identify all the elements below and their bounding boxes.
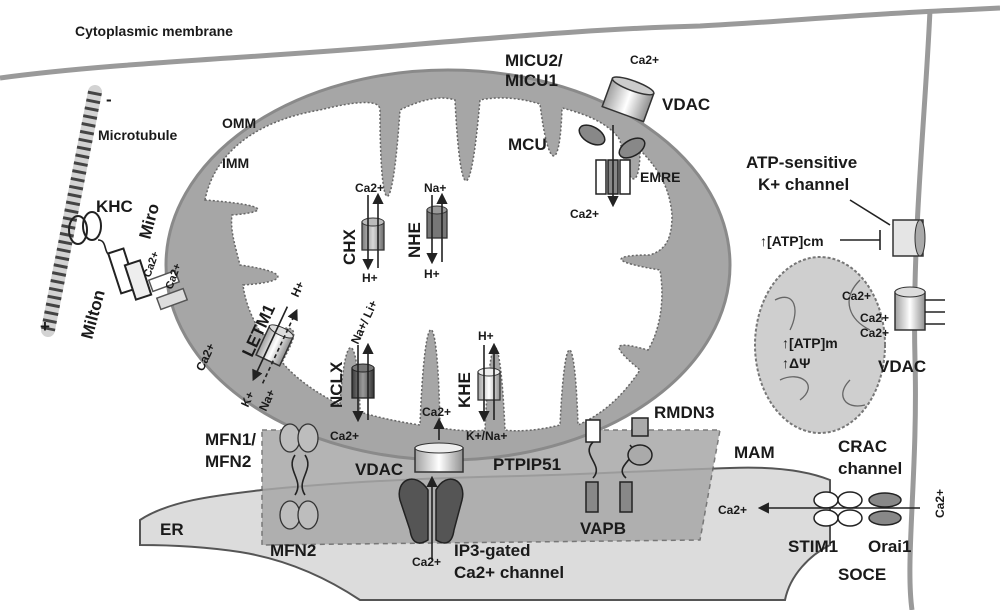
label-vdac-mam: VDAC xyxy=(355,460,403,479)
label-orai1: Orai1 xyxy=(868,537,911,556)
label-mcu-ca-bottom: Ca2+ xyxy=(570,207,599,221)
label-micu-2: MICU1 xyxy=(505,71,558,90)
label-ip3-1: IP3-gated xyxy=(454,541,531,560)
label-vapb: VAPB xyxy=(580,519,626,538)
label-microtubule: Microtubule xyxy=(98,127,178,143)
vdac-top-channel xyxy=(601,76,655,123)
cytoplasmic-membrane xyxy=(0,5,1000,81)
label-vdac-right: VDAC xyxy=(878,357,926,376)
label-atp-m: ↑[ATP]m xyxy=(782,335,838,351)
label-khc: KHC xyxy=(96,197,133,216)
label-letm1-k: K+ xyxy=(238,389,257,409)
label-omm: OMM xyxy=(222,115,256,131)
label-plus: + xyxy=(40,317,50,336)
label-vdac-top: VDAC xyxy=(662,95,710,114)
ptpip51-vapb-complex xyxy=(585,417,653,513)
label-atp-k-2: K+ channel xyxy=(758,175,849,194)
atp-k-channel xyxy=(840,199,926,257)
label-nclx: NCLX xyxy=(327,361,346,408)
label-ip3-ca: Ca2+ xyxy=(412,555,441,569)
label-crac-ca: Ca2+ xyxy=(933,489,947,518)
mam-region xyxy=(261,429,721,546)
cell-right-edge xyxy=(907,9,933,610)
label-ptpip51: PTPIP51 xyxy=(493,455,561,474)
label-dpsi: ↑ΔΨ xyxy=(782,355,810,371)
label-emre: EMRE xyxy=(640,169,680,185)
label-khe-k-na: K+/Na+ xyxy=(466,429,507,443)
label-mfn12-2: MFN2 xyxy=(205,452,251,471)
vdac-mam-channel xyxy=(414,417,464,473)
label-atp-k-1: ATP-sensitive xyxy=(746,153,857,172)
label-small-ca-1: Ca2+ xyxy=(842,289,871,303)
label-khe: KHE xyxy=(455,372,474,408)
label-vdac-mam-ca: Ca2+ xyxy=(422,405,451,419)
label-small-ca-2: Ca2+ xyxy=(860,311,889,325)
label-atp-cm: ↑[ATP]cm xyxy=(760,233,824,249)
small-mitochondrion xyxy=(754,256,886,434)
label-micu-1: MICU2/ xyxy=(505,51,563,70)
label-soce: SOCE xyxy=(838,565,886,584)
microtubule xyxy=(41,85,102,337)
label-crac-1: CRAC xyxy=(838,437,887,456)
letm1-transporter xyxy=(252,306,298,384)
label-stim1: STIM1 xyxy=(788,537,838,556)
label-crac-2: channel xyxy=(838,459,902,478)
label-miro: Miro xyxy=(136,201,164,241)
label-chx-h: H+ xyxy=(362,271,378,285)
label-nhe-na: Na+ xyxy=(424,181,446,195)
label-imm: IMM xyxy=(222,155,249,171)
mcu-complex xyxy=(578,124,646,208)
mitochondrion-imm xyxy=(204,97,673,432)
label-cytoplasmic-membrane: Cytoplasmic membrane xyxy=(75,23,233,39)
label-letm1-h: H+ xyxy=(288,279,307,299)
label-milton: Milton xyxy=(78,288,109,341)
label-minus: - xyxy=(106,90,112,109)
label-mfn12-1: MFN1/ xyxy=(205,430,256,449)
label-miro-ca-a: Ca2+ xyxy=(142,250,162,279)
mfn-tethers xyxy=(279,423,319,530)
label-chx-ca: Ca2+ xyxy=(355,181,384,195)
nclx-transporter xyxy=(351,342,375,423)
label-nclx-ca: Ca2+ xyxy=(330,429,359,443)
label-nhe-h: H+ xyxy=(424,267,440,281)
label-mcu-ca-top: Ca2+ xyxy=(630,53,659,67)
ip3-receptor xyxy=(398,475,464,560)
label-ip3-2: Ca2+ channel xyxy=(454,563,564,582)
khe-transporter xyxy=(477,342,501,423)
label-small-ca-3: Ca2+ xyxy=(860,326,889,340)
label-mam: MAM xyxy=(734,443,775,462)
motor-complex xyxy=(68,211,189,311)
crac-channel xyxy=(757,491,920,527)
label-nhe: NHE xyxy=(405,222,424,258)
label-er-ca: Ca2+ xyxy=(718,503,747,517)
label-mfn2: MFN2 xyxy=(270,541,316,560)
chx-transporter xyxy=(361,192,385,271)
label-rmdn3: RMDN3 xyxy=(654,403,714,422)
vdac-right-channel xyxy=(894,286,945,331)
label-khe-h: H+ xyxy=(478,329,494,343)
label-er: ER xyxy=(160,520,184,539)
nhe-transporter xyxy=(426,192,448,265)
label-mcu: MCU xyxy=(508,135,547,154)
label-chx: CHX xyxy=(340,228,359,265)
